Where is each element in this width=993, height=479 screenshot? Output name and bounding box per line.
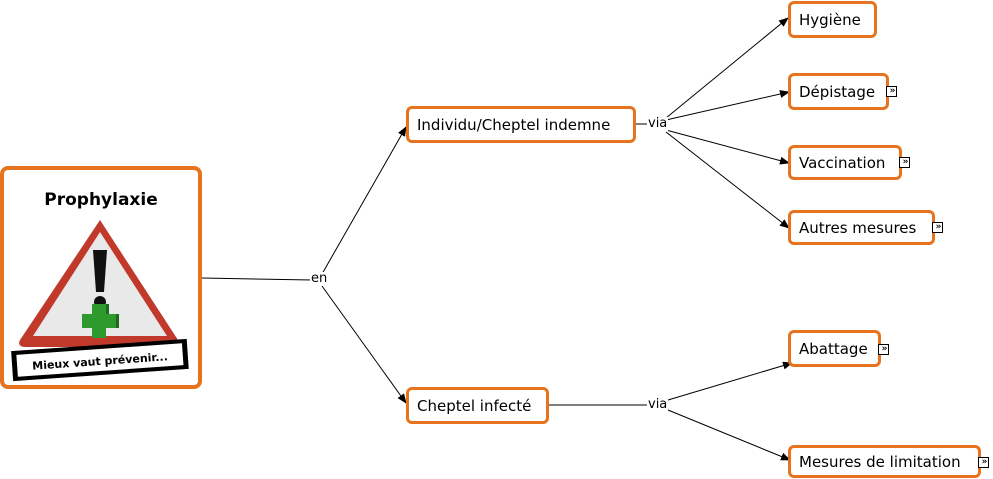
double-chevron-right-icon[interactable]: » (899, 157, 910, 168)
node-vaccination[interactable]: Vaccination (788, 145, 902, 180)
link-via-hygiene (665, 17, 789, 119)
node-label: Dépistage (799, 82, 876, 101)
link-via-autres (665, 131, 790, 229)
link-label-via-bottom: via (647, 397, 669, 412)
root-title: Prophylaxie (44, 190, 158, 210)
node-label: Autres mesures (799, 218, 917, 237)
node-depistage[interactable]: Dépistage (788, 73, 889, 110)
double-chevron-right-icon[interactable]: » (932, 222, 943, 233)
node-label: Cheptel infecté (417, 396, 532, 415)
double-chevron-right-icon[interactable]: » (878, 344, 889, 355)
double-chevron-right-icon[interactable]: » (886, 86, 897, 97)
warning-sign-icon: Mieux vaut prévenir... (11, 220, 189, 382)
node-mesures-de-limitation[interactable]: Mesures de limitation (788, 445, 981, 478)
link-via-abattage (667, 361, 793, 401)
node-abattage[interactable]: Abattage (788, 330, 881, 367)
node-label: Hygiène (799, 10, 861, 29)
green-cross-icon (82, 304, 119, 338)
node-cheptel-infecte[interactable]: Cheptel infecté (406, 387, 549, 424)
node-label: Vaccination (799, 153, 886, 172)
node-label: Mesures de limitation (799, 452, 961, 471)
node-individu-cheptel-indemne[interactable]: Individu/Cheptel indemne (406, 106, 636, 143)
node-autres-mesures[interactable]: Autres mesures (788, 210, 935, 245)
link-root-en (201, 277, 313, 281)
node-label: Abattage (799, 339, 868, 358)
link-label-en: en (310, 271, 329, 286)
double-chevron-right-icon[interactable]: » (978, 457, 989, 468)
link-via-vaccination (665, 129, 790, 165)
root-concept-prophylaxie[interactable]: Prophylaxie Mieux vaut prévenir... (0, 166, 202, 389)
node-hygiene[interactable]: Hygiène (788, 1, 877, 38)
node-label: Individu/Cheptel indemne (417, 115, 611, 134)
link-label-via-top: via (647, 116, 669, 131)
link-en-infecte (321, 285, 407, 404)
link-via-limitation (667, 409, 791, 461)
link-en-indemne (321, 126, 407, 275)
link-via-depistage (665, 90, 790, 121)
